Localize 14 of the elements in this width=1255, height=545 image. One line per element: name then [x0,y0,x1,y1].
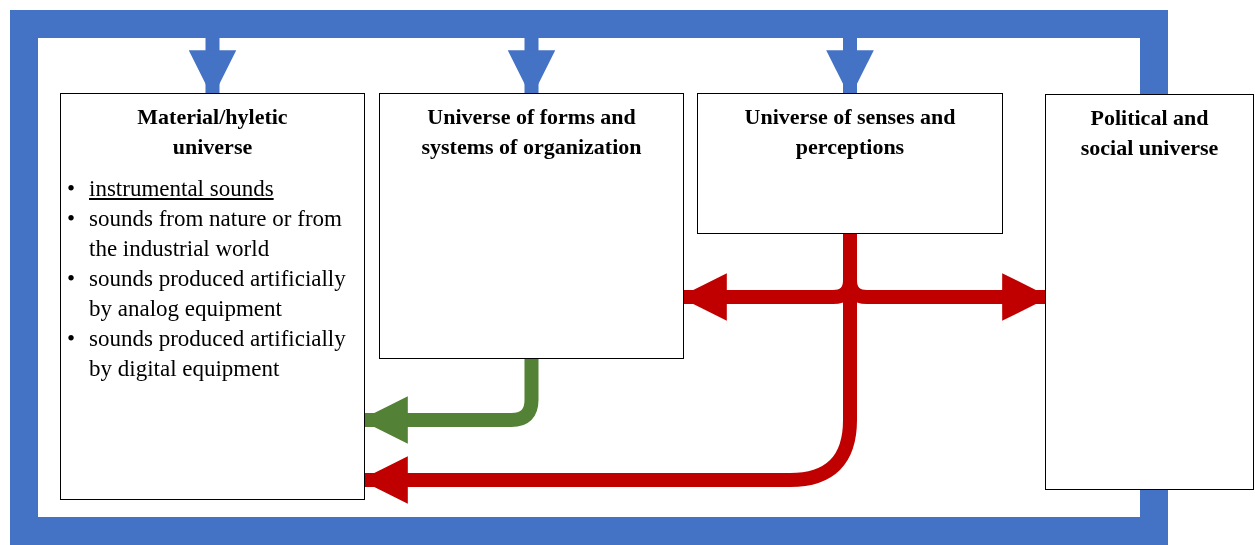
universe-box [1045,94,1254,490]
universe-box [697,93,1003,234]
bullet-icon: • [67,264,89,294]
list-item-text: sounds produced artificially by digital equipment [88,325,347,383]
box-heading: Material/hyletic universe [136,103,289,161]
universe-box [379,93,684,359]
universe-box [60,93,365,500]
list-item-text: instrumental sounds [88,175,274,203]
bullet-icon: • [67,324,89,354]
box-heading: Political and social universe [1079,104,1220,162]
bullet-icon: • [67,204,89,234]
bullet-icon: • [67,174,89,204]
box-heading: Universe of forms and systems of organization [420,103,643,161]
box-heading: Universe of senses and perceptions [743,103,957,161]
